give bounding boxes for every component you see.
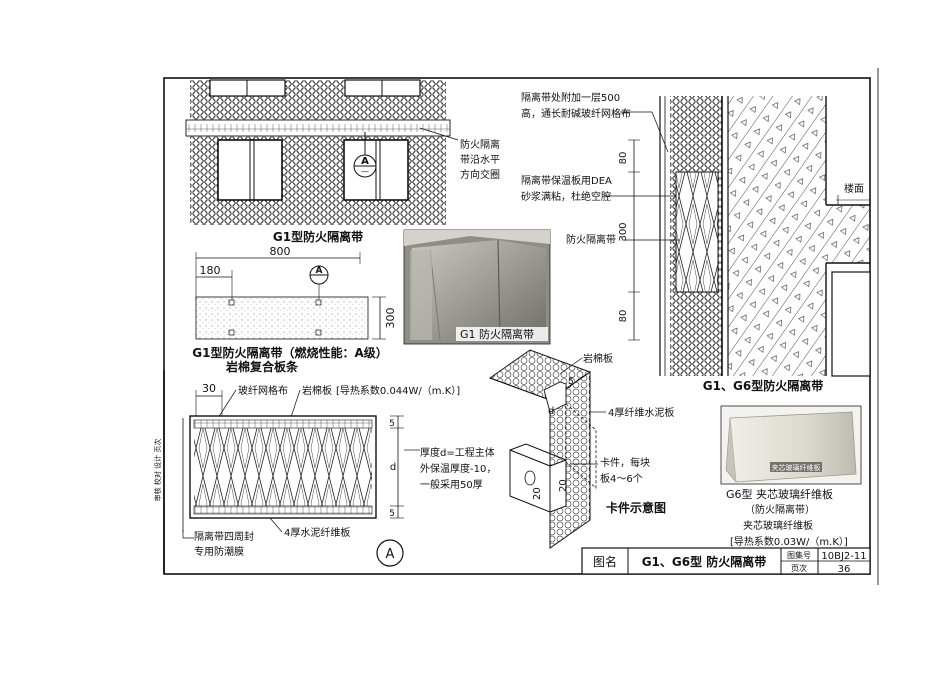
rockwool-board-strip bbox=[195, 296, 369, 340]
note1-line2: 高，通长耐碱玻纤网格布 bbox=[521, 107, 631, 120]
thickness-note-1: 厚度d=工程主体 bbox=[420, 446, 495, 459]
section-caption: G1、G6型防火隔离带 bbox=[703, 378, 823, 393]
section-fire-barrier bbox=[676, 172, 718, 292]
svg-text:—: — bbox=[361, 167, 369, 176]
g6-caption-2: （防火隔离带） bbox=[745, 503, 815, 516]
clip-label-rockwool: 岩棉板 bbox=[583, 352, 613, 365]
g1-photo: G1 防火隔离带 bbox=[403, 229, 551, 345]
dim-80-bottom: 80 bbox=[618, 310, 629, 323]
note1-line1: 隔离带处附加一层500 bbox=[521, 91, 620, 104]
clip-dim-20a: 20 bbox=[532, 487, 543, 500]
side-strip-text: 审核 校对 设计 页次 bbox=[153, 439, 162, 502]
clip-label-board: 4厚纤维水泥板 bbox=[608, 406, 674, 419]
dim-300-section: 300 bbox=[618, 222, 629, 241]
note3: 防火隔离带 bbox=[566, 233, 616, 246]
clip-note-2: 板4～6个 bbox=[600, 472, 643, 485]
dim-30: 30 bbox=[202, 382, 216, 395]
atlas-no: 10BJ2-11 bbox=[821, 551, 866, 562]
section-a-detail: 30 玻纤网格布 岩棉板 [导热系数0.044W/（m.K）] 5 d 5 厚度… bbox=[182, 382, 496, 567]
clip-note-1: 卡件，每块 bbox=[600, 456, 650, 469]
g1-elevation: A — 防火隔离 带沿水平 方向交圈 G1型防火隔离带 bbox=[185, 79, 500, 244]
note2-line1: 隔离带保温板用DEA bbox=[521, 174, 612, 187]
g1-detail-caption-2: 岩棉复合板条 bbox=[225, 359, 299, 374]
detail-marker-letter: A bbox=[316, 266, 323, 276]
seal-note-2: 专用防潮膜 bbox=[194, 545, 244, 558]
seal-note-1: 隔离带四周封 bbox=[194, 530, 254, 543]
section-a-core bbox=[194, 428, 372, 506]
title-name: G1、G6型 防火隔离带 bbox=[642, 554, 767, 569]
dim-300-board: 300 bbox=[384, 308, 397, 329]
dim-800: 800 bbox=[270, 245, 291, 258]
elevation-marker-letter: A bbox=[361, 156, 369, 167]
g6-caption-1: G6型 夹芯玻璃纤维板 bbox=[726, 487, 833, 501]
clip-dim-20b: 20 bbox=[558, 479, 569, 492]
label-mesh: 玻纤网格布 bbox=[238, 384, 288, 397]
note2-line2: 砂浆满粘，杜绝空腔 bbox=[521, 190, 611, 203]
page-no: 36 bbox=[838, 564, 851, 575]
floor-slab bbox=[826, 205, 870, 263]
annotation-line-1: 防火隔离 bbox=[460, 138, 500, 151]
title-block: 图名 G1、G6型 防火隔离带 图集号 10BJ2-11 页次 36 bbox=[581, 547, 871, 575]
page-label: 页次 bbox=[791, 563, 807, 573]
concrete-wall bbox=[728, 96, 826, 376]
annotation-line-3: 方向交圈 bbox=[460, 168, 500, 181]
g1-caption: G1型防火隔离带 bbox=[273, 229, 363, 244]
section-a-marker-letter: A bbox=[386, 547, 395, 562]
dim-5b: 5 bbox=[389, 509, 395, 519]
annotation-line-2: 带沿水平 bbox=[460, 154, 500, 166]
floor-label: 楼面 bbox=[844, 182, 864, 195]
dim-d-a: d bbox=[390, 462, 396, 473]
atlas-label: 图集号 bbox=[787, 550, 811, 560]
g1-board-detail: 800 180 A 300 G1型防火隔离带（燃烧性能：A级） 岩棉复合板条 bbox=[192, 245, 397, 374]
clip-dim-5: 5 bbox=[568, 377, 574, 387]
dim-80-top: 80 bbox=[618, 152, 629, 165]
g1-detail-caption-1: G1型防火隔离带（燃烧性能：A级） bbox=[192, 345, 388, 360]
board-note-a: 4厚水泥纤维板 bbox=[284, 526, 350, 539]
side-strip: 审核 校对 设计 页次 bbox=[153, 370, 165, 574]
thermal-a: [导热系数0.044W/（m.K）] bbox=[336, 384, 460, 397]
section-marker-A-icon bbox=[376, 539, 404, 567]
dim-180: 180 bbox=[200, 264, 221, 277]
label-rockwool-a: 岩棉板 bbox=[302, 384, 332, 397]
clip-detail: 岩棉板 4厚纤维水泥板 5 d 20 20 卡件，每块 板4～6个 卡件示意图 bbox=[488, 349, 674, 549]
g6-photo-inner-label: 夹芯玻璃纤维板 bbox=[772, 463, 821, 472]
clip-dim-d: d bbox=[548, 406, 554, 417]
wall-section: 楼面 80 300 80 隔离带处附加一层500 高，通长耐碱玻纤网格布 隔离带… bbox=[521, 91, 871, 393]
title-name-label: 图名 bbox=[593, 554, 617, 569]
g6-caption-4: [导热系数0.03W/（m.K）] bbox=[730, 535, 848, 548]
g6-photo: 夹芯玻璃纤维板 G6型 夹芯玻璃纤维板 （防火隔离带） 夹芯玻璃纤维板 [导热系… bbox=[720, 405, 862, 548]
g1-photo-label: G1 防火隔离带 bbox=[460, 327, 534, 341]
thickness-note-2: 外保温厚度-10， bbox=[420, 462, 496, 475]
g6-caption-3: 夹芯玻璃纤维板 bbox=[743, 519, 813, 532]
dim-5a: 5 bbox=[389, 419, 395, 429]
thickness-note-3: 一般采用50厚 bbox=[420, 478, 483, 491]
section-marker-A-icon: A — bbox=[353, 132, 377, 178]
clip-caption: 卡件示意图 bbox=[606, 500, 666, 515]
